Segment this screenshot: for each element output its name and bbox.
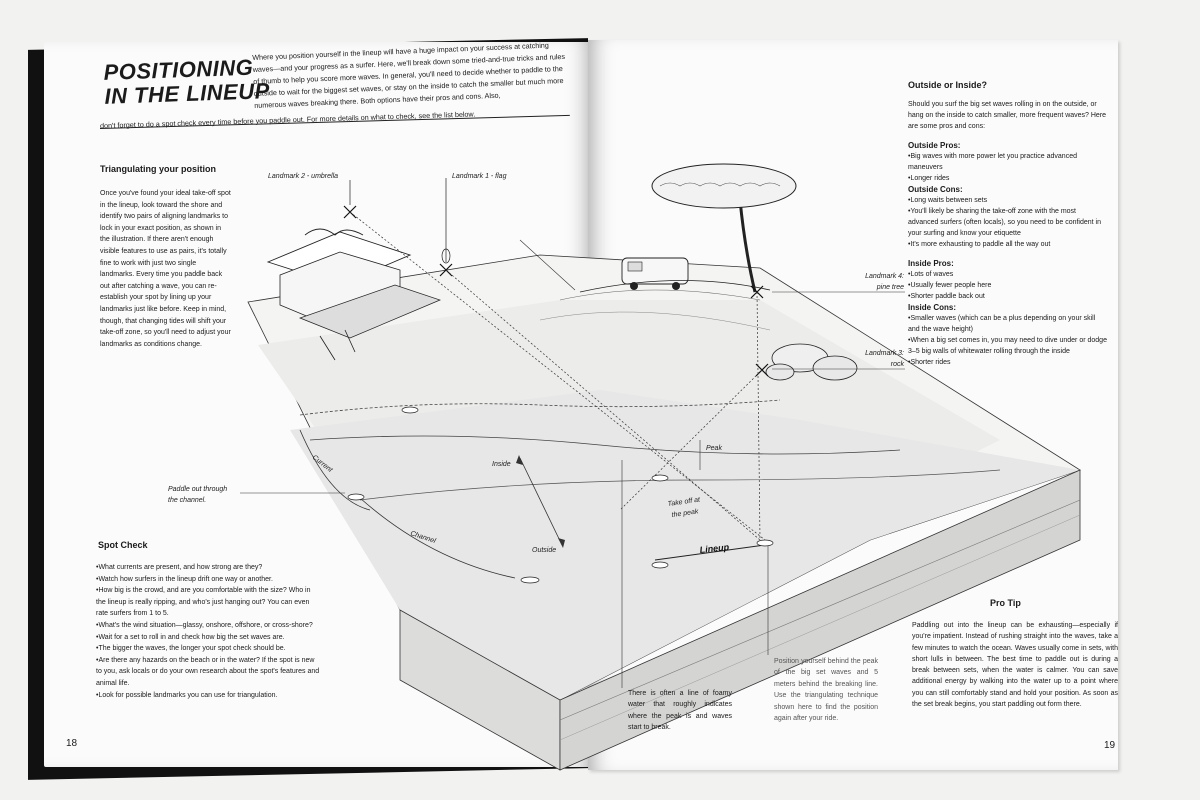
label-paddle-out-b: the channel.	[168, 497, 206, 504]
pro-tip-text: Paddling out into the lineup can be exha…	[912, 622, 1118, 709]
surfers	[347, 406, 774, 584]
outside-cons-list: Long waits between sets You'll likely be…	[908, 195, 1108, 250]
wave-line-inner	[299, 399, 781, 416]
beach-hut	[266, 228, 441, 361]
page-title: POSITIONING IN THE LINEUP	[103, 54, 271, 109]
inside-outside-arrow	[519, 457, 563, 546]
label-inside: Inside	[492, 461, 511, 468]
list-item: Look for possible landmarks you can use …	[96, 690, 322, 702]
outside-inside-heading: Outside or Inside?	[908, 80, 988, 90]
wave-line-mid	[309, 435, 901, 455]
spot-check-list: What currents are present, and how stron…	[96, 562, 322, 701]
list-item: What's the wind situation—glassy, onshor…	[96, 620, 322, 632]
list-item: When a big set comes in, you may need to…	[908, 335, 1108, 357]
rocks	[755, 343, 858, 381]
label-landmark4-b: pine tree	[876, 284, 904, 291]
label-lineup: Lineup	[699, 542, 730, 555]
triangulating-text: Once you've found your ideal take-off sp…	[100, 190, 231, 348]
flag-landmark	[439, 178, 453, 277]
camper-van	[621, 257, 689, 290]
outside-inside-section: Outside or Inside? Should you surf the b…	[908, 80, 1108, 368]
block-side-front	[559, 469, 1081, 771]
list-item: Shorter paddle back out	[908, 291, 1108, 302]
pine-tree	[651, 163, 797, 299]
list-item: Are there any hazards on the beach or in…	[96, 655, 322, 690]
label-landmark3-b: rock	[891, 361, 905, 368]
page-number-left: 18	[66, 738, 78, 749]
list-item: What currents are present, and how stron…	[96, 562, 322, 574]
outside-pros-heading: Outside Pros:	[908, 141, 961, 150]
triangulating-heading: Triangulating your position	[100, 164, 216, 174]
inside-cons-heading: Inside Cons:	[908, 303, 957, 312]
list-item: Big waves with more power let you practi…	[908, 151, 1108, 173]
list-item: Wait for a set to roll in and check how …	[96, 632, 322, 644]
outside-inside-intro: Should you surf the big set waves rollin…	[908, 101, 1107, 130]
inside-cons-list: Smaller waves (which can be a plus depen…	[908, 313, 1108, 368]
list-item: How big is the crowd, and are you comfor…	[96, 585, 322, 620]
current-arrow	[299, 429, 371, 511]
list-item: Watch how surfers in the lineup drift on…	[96, 574, 322, 586]
wave-line-outer	[359, 469, 1001, 501]
label-paddle-out-a: Paddle out through	[168, 486, 227, 493]
list-item: Lots of waves	[908, 269, 1108, 280]
page-number-right: 19	[1104, 740, 1116, 751]
list-item: Long waits between sets	[908, 195, 1108, 206]
label-peak: Peak	[706, 445, 722, 452]
sightline-pine	[756, 291, 761, 541]
list-item: Shorter rides	[908, 357, 1108, 368]
outside-pros-list: Big waves with more power let you practi…	[908, 151, 1108, 184]
list-item: You'll likely be sharing the take-off zo…	[908, 206, 1108, 239]
pro-tip-heading: Pro Tip	[990, 598, 1021, 608]
lineup-line	[654, 544, 766, 561]
cliff-edge	[579, 280, 771, 293]
list-item: Smaller waves (which can be a plus depen…	[908, 313, 1108, 335]
sightline-umbrella	[349, 211, 766, 541]
list-item: The bigger the waves, the longer your sp…	[96, 643, 322, 655]
list-item: It's more exhausting to paddle all the w…	[908, 239, 1108, 250]
inside-pros-list: Lots of waves Usually fewer people here …	[908, 269, 1108, 302]
label-landmark1: Landmark 1 - flag	[452, 173, 507, 180]
spot-check-heading: Spot Check	[98, 540, 148, 550]
position-behind-note: Position yourself behind the peak of the…	[774, 658, 878, 723]
label-outside: Outside	[532, 547, 556, 554]
label-takeoff-b: the peak	[671, 508, 699, 519]
sightline-flag	[445, 269, 761, 541]
label-landmark2: Landmark 2 - umbrella	[268, 173, 338, 180]
channel-arrow	[359, 497, 516, 579]
label-takeoff-a: Take off at	[667, 496, 701, 508]
label-landmark4-a: Landmark 4:	[865, 273, 904, 280]
outside-cons-heading: Outside Cons:	[908, 185, 963, 194]
list-item: Longer rides	[908, 173, 1108, 184]
label-landmark3-a: Landmark 3:	[865, 350, 904, 357]
water-area	[290, 390, 1080, 700]
inside-pros-heading: Inside Pros:	[908, 259, 954, 268]
foamy-water-note: There is often a line of foamy water tha…	[628, 690, 732, 732]
sightline-rock	[619, 369, 763, 511]
list-item: Usually fewer people here	[908, 280, 1108, 291]
